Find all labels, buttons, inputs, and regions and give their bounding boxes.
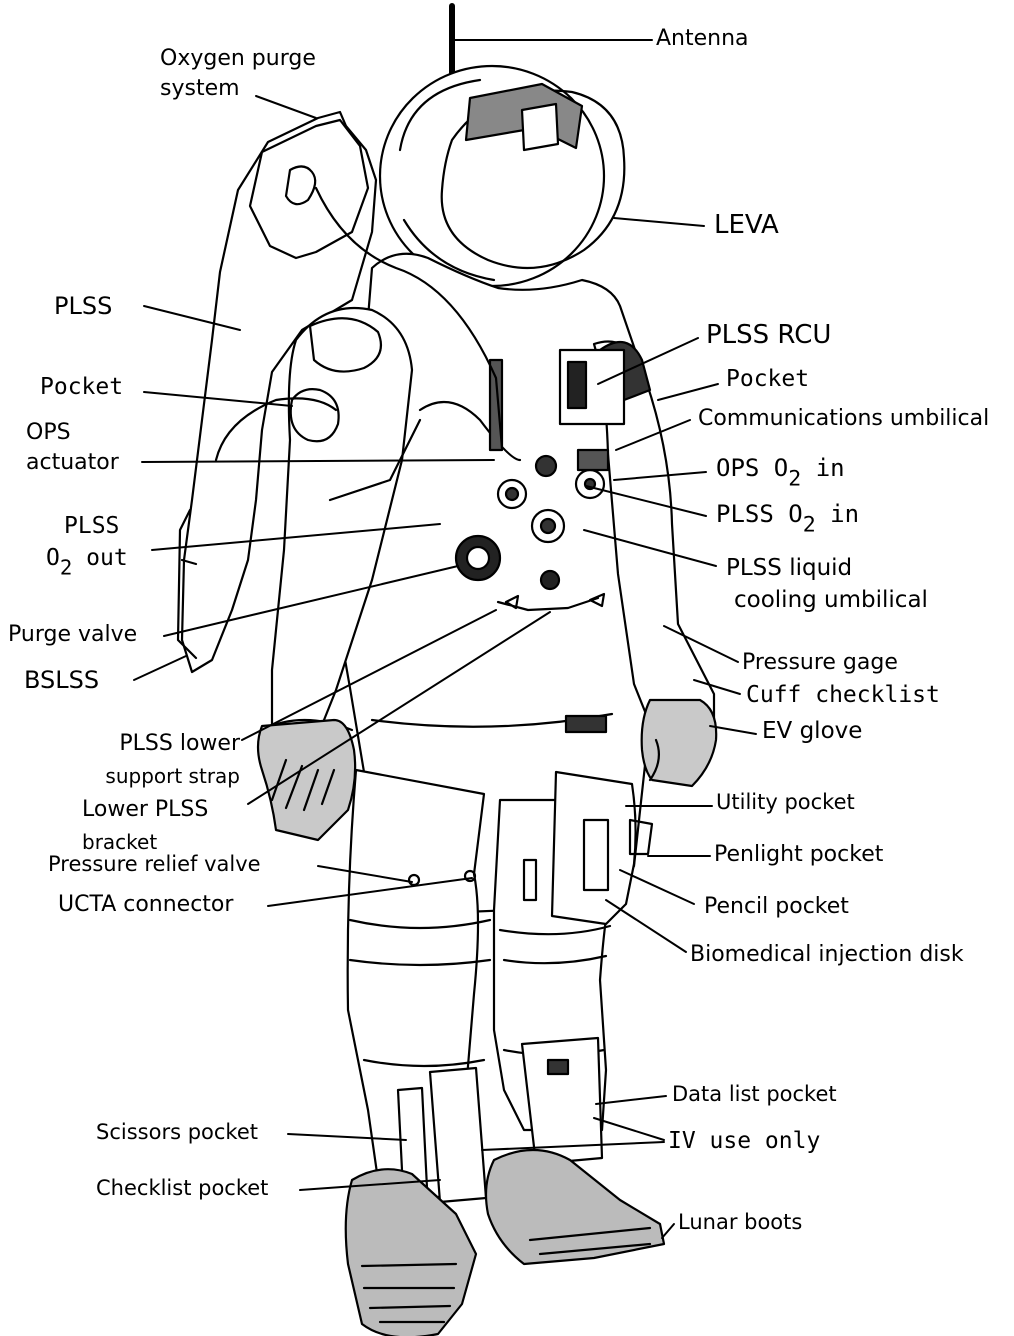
leader-pocket-right [658,384,718,400]
label-lower-plss-bracket-line1: Lower PLSS [82,794,208,826]
label-plss-o2-out-line2: O2 out [46,542,128,574]
plss-o2-in-suffix: in [816,500,859,528]
label-data-list-pocket: Data list pocket [672,1082,837,1107]
label-plss-rcu: PLSS RCU [706,320,831,351]
label-communications-umbilical: Communications umbilical [698,406,989,432]
label-plss-lower-support-strap-line2: support strap [76,760,240,792]
label-oxygen-purge-system: Oxygen purge system [160,44,316,104]
label-ucta-connector: UCTA connector [58,892,233,918]
right-glove [642,700,717,786]
checklist-pocket-shape [430,1068,486,1202]
label-leva: LEVA [714,210,779,241]
label-oxygen-purge-system-line2: system [160,74,316,104]
plss-o2-in-subscript: 2 [803,513,816,538]
plss-o2-in-prefix: PLSS O [716,500,803,528]
label-plss-o2-out: PLSS O2 out [46,510,128,574]
leader-biomedical-injection-disk [606,900,686,952]
label-plss-lower-support-strap-line1: PLSS lower [76,728,240,760]
label-oxygen-purge-system-line1: Oxygen purge [160,44,316,74]
label-ops-actuator-line2: actuator [26,448,119,478]
plss-o2-out-subscript: 2 [60,555,72,579]
lunar-boot-right [486,1150,664,1264]
ops-o2-in-prefix: OPS O [716,454,788,482]
label-checklist-pocket: Checklist pocket [96,1176,268,1201]
left-glove [258,720,355,840]
label-pocket-left: Pocket [40,374,123,402]
label-pencil-pocket: Pencil pocket [704,894,849,920]
label-pressure-relief-valve: Pressure relief valve [48,852,261,877]
plss-o2-out-prefix: O [46,545,60,571]
utility-pocket-shape [552,772,636,924]
label-utility-pocket: Utility pocket [716,790,855,815]
leader-pencil-pocket [620,870,694,904]
leader-leva [614,218,704,226]
ops-o2-in-suffix: in [801,454,844,482]
leader-lunar-boots [662,1224,674,1238]
label-biomedical-injection-disk: Biomedical injection disk [690,942,964,968]
label-plss-lower-support-strap: PLSS lower support strap [76,728,240,792]
label-cuff-checklist: Cuff checklist [746,682,940,710]
label-plss-liquid-cooling-umbilical-line2: cooling umbilical [726,584,928,616]
label-iv-use-only: IV use only [668,1128,820,1156]
label-plss-o2-out-line1: PLSS [46,510,128,542]
label-lunar-boots: Lunar boots [678,1210,802,1235]
label-ops-o2-in: OPS O2 in [716,454,845,483]
ops-o2-in-subscript: 2 [788,467,801,492]
label-plss-o2-in: PLSS O2 in [716,500,859,529]
leader-data-list-pocket [596,1096,666,1104]
label-ev-glove: EV glove [762,718,862,746]
leader-bslss [134,656,186,680]
label-plss-liquid-cooling-umbilical: PLSS liquid cooling umbilical [726,552,928,616]
label-penlight-pocket: Penlight pocket [714,842,883,868]
label-scissors-pocket: Scissors pocket [96,1120,258,1145]
label-purge-valve: Purge valve [8,622,137,648]
label-bslss: BSLSS [24,666,99,695]
label-antenna: Antenna [656,26,749,52]
plss-o2-out-suffix: out [72,545,127,571]
leader-iv-use-only-a [594,1118,664,1140]
label-pressure-gage: Pressure gage [742,650,898,676]
label-lower-plss-bracket: Lower PLSS bracket [82,794,208,858]
label-pocket-right: Pocket [726,366,809,394]
label-ops-actuator: OPS actuator [26,418,119,478]
label-plss-liquid-cooling-umbilical-line1: PLSS liquid [726,552,928,584]
label-plss: PLSS [54,292,112,321]
label-ops-actuator-line1: OPS [26,418,119,448]
